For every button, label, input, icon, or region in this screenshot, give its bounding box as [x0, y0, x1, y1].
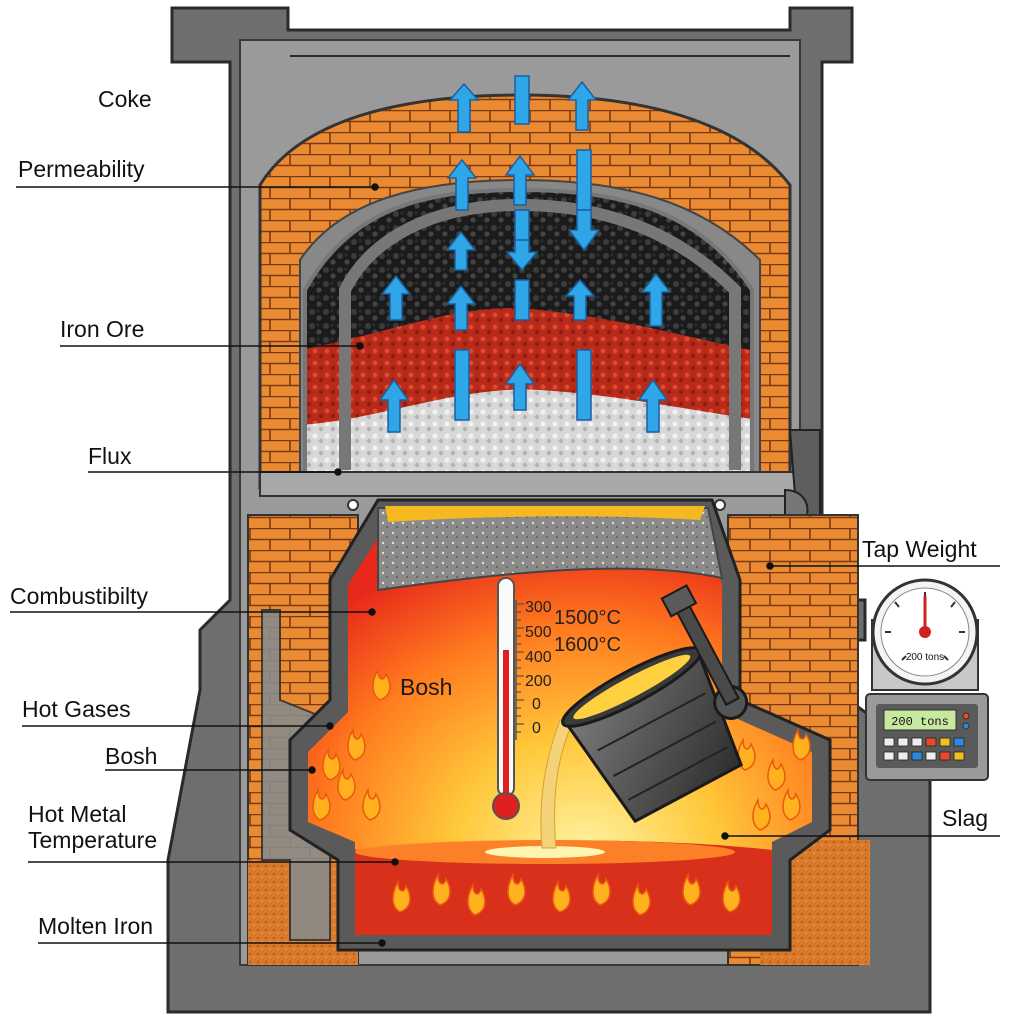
gas-stream: [514, 75, 530, 125]
bosh-inner-label: Bosh: [400, 674, 452, 700]
thermo-tick-label: 0: [532, 696, 541, 713]
slag-layer: [377, 507, 724, 592]
label-slag: Slag: [942, 805, 989, 831]
thermo-tick-label: 300: [525, 599, 552, 616]
thermo-tick-label: 200: [525, 673, 552, 690]
label-bosh: Bosh: [105, 743, 158, 769]
up-arrow-icon: [504, 362, 536, 411]
label-permeability: Permeability: [18, 156, 145, 182]
label-hot-gases: Hot Gases: [22, 696, 131, 722]
up-arrow-icon: [504, 154, 536, 206]
gas-flow-arrows: [378, 75, 672, 433]
tap-weight-scale: [865, 578, 989, 781]
up-arrow-icon: [446, 158, 478, 211]
scale-display: [883, 709, 957, 731]
thermo-tick-label: 500: [525, 624, 552, 641]
dial-value: 200 tons: [906, 652, 944, 663]
thermo-tick-label: 400: [525, 649, 552, 666]
label-coke: Coke: [98, 86, 152, 112]
leader-lines: [10, 183, 1000, 947]
temp-high: 1500°C: [554, 607, 621, 629]
label-molten-iron: Molten Iron: [38, 913, 154, 939]
label-hot-metal-temperature: Hot Metal Temperature: [28, 801, 158, 853]
up-arrow-icon: [380, 274, 412, 321]
up-arrow-icon: [566, 80, 598, 131]
label-iron-ore: Iron Ore: [60, 316, 145, 342]
up-arrow-icon: [637, 378, 669, 433]
gas-stream: [514, 279, 530, 321]
down-arrow-icon: [567, 209, 601, 252]
molten-iron-pool: [355, 840, 772, 935]
up-arrow-icon: [445, 284, 477, 331]
label-tap-weight: Tap Weight: [862, 536, 977, 562]
ladle-icon: [561, 584, 749, 824]
up-arrow-icon: [448, 82, 480, 133]
thermometer-icon: [492, 577, 524, 820]
flux-layer: [305, 389, 752, 472]
down-arrow-icon: [505, 239, 539, 272]
up-arrow-icon: [378, 378, 410, 433]
label-flux: Flux: [88, 443, 132, 469]
gas-stream: [576, 349, 592, 421]
gas-stream: [454, 349, 470, 421]
up-arrow-icon: [445, 230, 477, 271]
gas-stream: [576, 149, 592, 211]
label-combustibility: Combustibilty: [10, 583, 149, 609]
thermo-tick-label: 0: [532, 720, 541, 737]
up-arrow-icon: [640, 272, 672, 327]
up-arrow-icon: [564, 278, 596, 321]
display-value: 200 tons: [891, 715, 949, 729]
temp-low: 1600°C: [554, 634, 621, 656]
pour-stream: [540, 719, 573, 849]
